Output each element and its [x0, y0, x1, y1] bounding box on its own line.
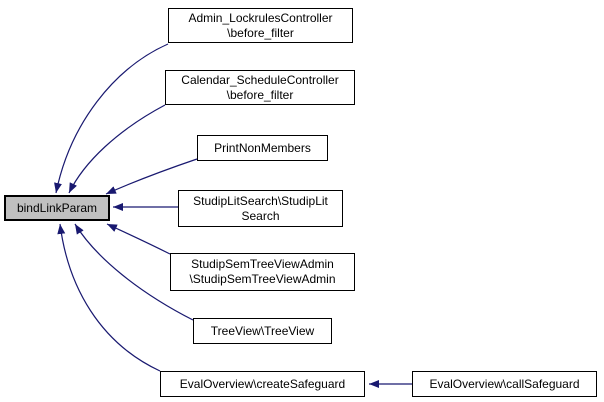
node-label-line: Search — [241, 208, 280, 223]
graph-node-studiplitsearch[interactable]: StudipLitSearch\StudipLit Search — [178, 190, 343, 227]
node-label-line: StudipSemTreeViewAdmin — [191, 257, 334, 271]
graph-node-studipsemtreeviewadmin[interactable]: StudipSemTreeViewAdmin \StudipSemTreeVie… — [170, 253, 355, 291]
node-label-line: TreeView\TreeView — [210, 323, 315, 338]
graph-node-printnonmembers[interactable]: PrintNonMembers — [197, 135, 328, 161]
node-label-line: Admin_LockrulesController — [188, 10, 333, 25]
node-label-line: StudipLitSearch\StudipLit — [193, 193, 328, 208]
edge-admin-lockrules-to-bindlinkparam — [54, 43, 169, 194]
node-label-line: PrintNonMembers — [214, 140, 311, 155]
node-label-line: bindLinkParam — [16, 200, 98, 215]
node-label-line: Calendar_ScheduleController — [181, 72, 339, 87]
node-label-line: \before_filter — [227, 25, 294, 40]
node-label-line: EvalOverview\createSafeguard — [179, 376, 346, 391]
node-label-line: \StudipSemTreeViewAdmin — [189, 272, 336, 286]
graph-node-evaloverview-createsafeguard[interactable]: EvalOverview\createSafeguard — [160, 371, 365, 397]
edge-studipsemtreeviewadmin-to-bindlinkparam — [106, 223, 171, 255]
graph-node-bindlinkparam[interactable]: bindLinkParam — [4, 195, 110, 221]
edge-createsafeguard-to-bindlinkparam — [57, 223, 161, 372]
graph-node-calendar-schedule-before-filter[interactable]: Calendar_ScheduleController \before_filt… — [165, 70, 355, 105]
edge-treeview-to-bindlinkparam — [74, 223, 194, 321]
node-label-line: EvalOverview\callSafeguard — [429, 376, 580, 391]
edge-printnonmembers-to-bindlinkparam — [105, 158, 198, 195]
node-label-line: \before_filter — [226, 87, 294, 102]
graph-node-treeview[interactable]: TreeView\TreeView — [193, 318, 332, 344]
graph-node-admin-lockrules-before-filter[interactable]: Admin_LockrulesController \before_filter — [168, 8, 353, 43]
graph-node-evaloverview-callsafeguard[interactable]: EvalOverview\callSafeguard — [412, 371, 597, 397]
edge-calendar-schedule-to-bindlinkparam — [68, 104, 166, 194]
